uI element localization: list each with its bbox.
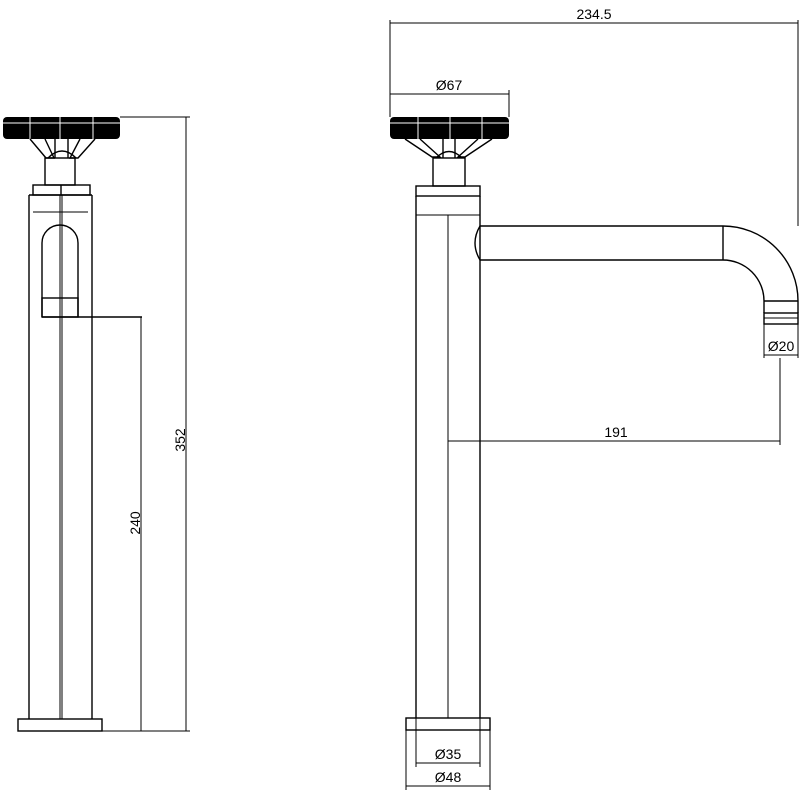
dimension-234-5-label: 234.5: [576, 6, 611, 22]
side-view-handle-spokes: [29, 138, 96, 186]
dimension-240-label: 240: [127, 511, 143, 535]
dimension-o35-label: Ø35: [435, 746, 462, 762]
dimension-o48-label: Ø48: [435, 769, 462, 785]
dimension-352-label: 352: [172, 428, 188, 452]
dimension-o67-label: Ø67: [436, 77, 463, 93]
side-view-handle-wheel: [3, 117, 120, 139]
front-view-handle-wheel: [390, 117, 509, 139]
side-view-body: [17, 184, 142, 732]
front-view-dimension-lines: [389, 20, 799, 790]
front-view-body: [405, 185, 491, 731]
front-view-spout: [474, 225, 799, 325]
side-view: 352 240: [3, 116, 190, 732]
side-view-dimension-lines: [102, 116, 190, 732]
dimension-191-label: 191: [604, 424, 628, 440]
dimension-o20-label: Ø20: [768, 338, 795, 354]
front-view-handle-spokes: [404, 138, 493, 187]
front-view: 234.5 Ø67 Ø20 191 Ø35 Ø48: [389, 6, 799, 790]
